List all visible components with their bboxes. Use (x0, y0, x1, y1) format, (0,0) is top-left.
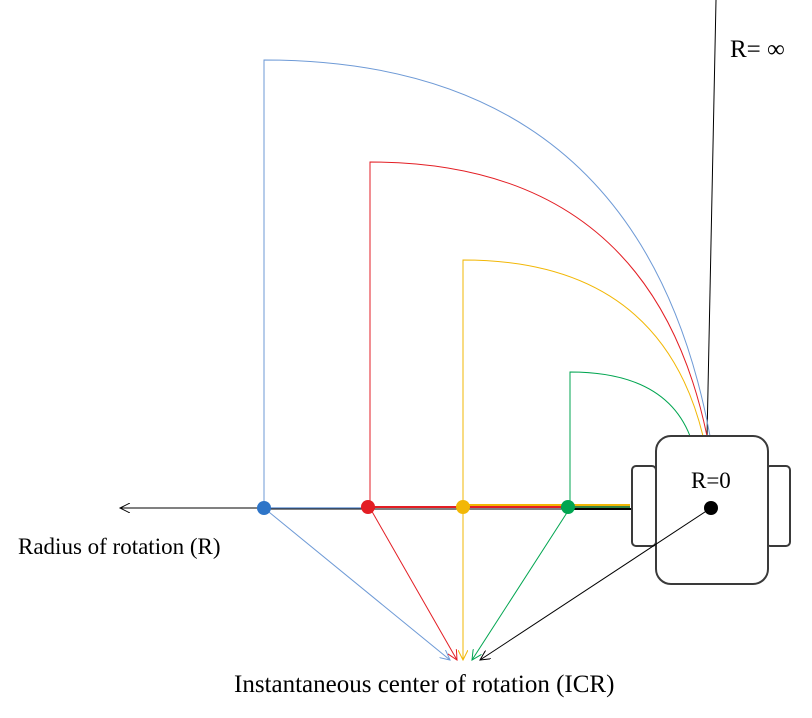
green-arc-path (569, 371, 691, 508)
icr-arrow-blue (263, 507, 450, 660)
yellow-dot-icon (456, 500, 470, 514)
green-dot-icon (561, 500, 575, 514)
icr-arrow-green (472, 507, 571, 660)
red-dot-icon (361, 500, 375, 514)
infinite-radius-path (706, 0, 717, 439)
red-arc-path (369, 161, 708, 508)
blue-arc-path (263, 59, 711, 508)
icr-arrow-red (369, 507, 457, 660)
wheel-icon (631, 465, 657, 547)
icr-arrow-black (480, 507, 712, 660)
radius-axis-label: Radius of rotation (R) (18, 534, 221, 559)
blue-dot-icon (257, 501, 271, 515)
r-zero-label: R=0 (691, 468, 731, 493)
black-dot-icon (704, 501, 718, 515)
r-infinity-label: R= ∞ (730, 36, 785, 63)
yellow-arc-path (462, 259, 704, 508)
icr-label: Instantaneous center of rotation (ICR) (234, 671, 615, 698)
wheel-icon (765, 465, 791, 547)
